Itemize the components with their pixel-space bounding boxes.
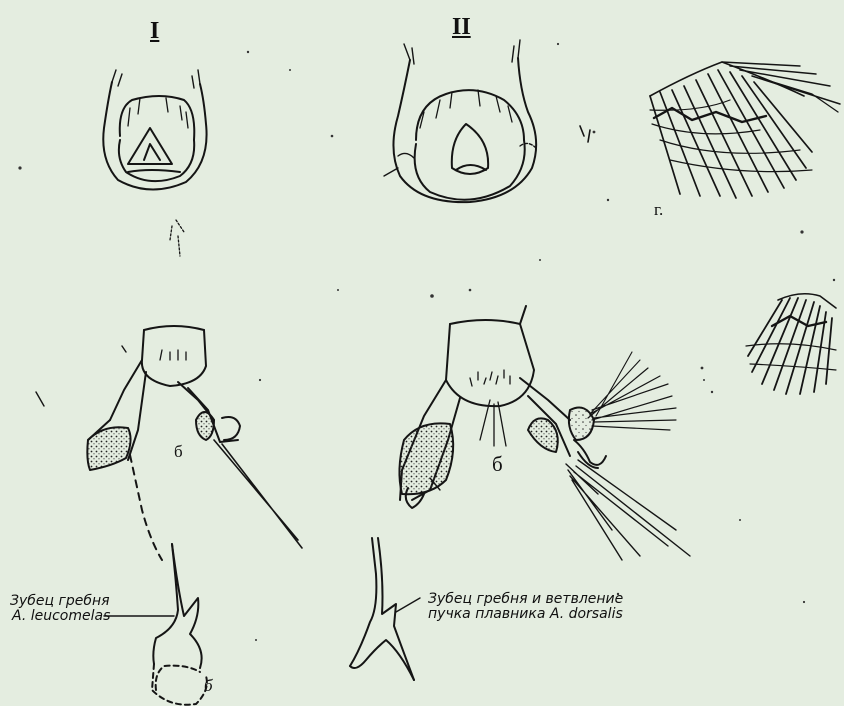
annotation-dorsalis-line2: пучка плавника A. dorsalis	[428, 607, 623, 622]
comb-tooth-dorsalis	[350, 538, 420, 680]
annotation-leucomelas-line1: Зубец гребня	[10, 594, 110, 609]
comb-tooth-leucomelas	[104, 544, 207, 705]
fin-fan-upper	[650, 62, 840, 198]
panel-label-II: II	[452, 14, 471, 41]
annotation-leucomelas: Зубец гребня A. leucomelas	[10, 594, 110, 623]
letter-v-left: б	[174, 442, 183, 462]
letter-g: г.	[654, 200, 663, 220]
segment-II-top	[384, 40, 590, 202]
panel-label-I: I	[150, 18, 159, 45]
letter-b: б	[204, 676, 213, 696]
annotation-dorsalis-line1: Зубец гребня и ветвление	[428, 592, 623, 607]
segment-I-top	[103, 70, 206, 256]
annotation-leucomelas-line2: A. leucomelas	[10, 609, 110, 624]
segment-I-bottom	[36, 326, 302, 560]
fin-fan-lower	[746, 294, 836, 394]
annotation-dorsalis: Зубец гребня и ветвление пучка плавника …	[428, 592, 623, 621]
print-specks	[18, 43, 835, 641]
letter-v-right: б	[492, 452, 503, 477]
segment-II-bottom	[399, 306, 690, 560]
